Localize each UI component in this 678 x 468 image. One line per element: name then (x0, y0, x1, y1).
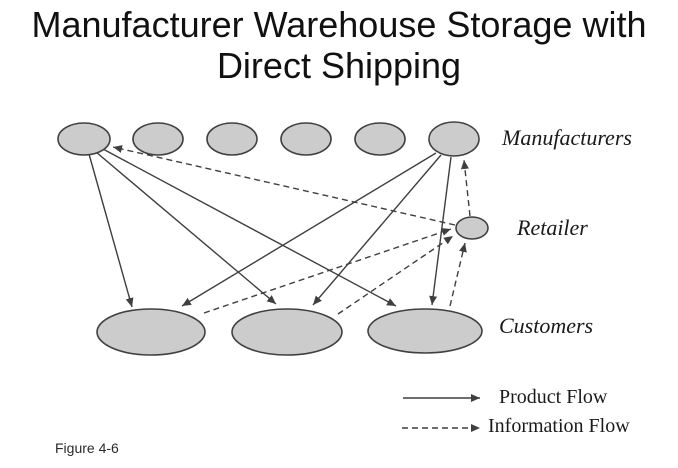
customer-1-node (96, 308, 206, 356)
info-flow-c2-retailer (337, 235, 454, 315)
customer-3-node (367, 308, 483, 354)
product-flow-m6-c2 (312, 154, 442, 306)
tier-label-customers: Customers (499, 313, 594, 338)
tier-label-retailer: Retailer (517, 215, 588, 240)
manufacturer-5-node (354, 122, 406, 156)
diagram-title-line1: Manufacturer Warehouse Storage with (31, 4, 647, 45)
manufacturer-6-node (428, 121, 480, 157)
manufacturer-2-node (132, 122, 184, 156)
tier-label-manufacturers: Manufacturers (502, 125, 632, 150)
manufacturer-1-node (57, 122, 111, 156)
customer-2-node (231, 308, 343, 356)
retailer-node (455, 216, 489, 240)
product-flow-m6-c3 (429, 156, 452, 306)
product-flow-m1-c2 (95, 151, 277, 305)
legend-label-product-flow: Product Flow (499, 386, 608, 408)
product-flow-m6-c1 (181, 152, 437, 307)
diagram-title-line2: Direct Shipping (216, 45, 462, 86)
figure-label: Figure 4-6 (55, 440, 119, 456)
edge-layer (88, 145, 480, 432)
info-flow-c1-retailer (203, 228, 452, 314)
info-flow-c3-retailer (449, 242, 467, 307)
node-layer (57, 121, 489, 356)
diagram-title: Manufacturer Warehouse Storage with Dire… (0, 4, 678, 86)
manufacturer-4-node (280, 122, 332, 156)
info-flow-retailer-m6 (460, 159, 471, 217)
info-flow-retailer-m1 (112, 145, 456, 226)
legend-label-information-flow: Information Flow (488, 415, 630, 437)
product-flow-m1-c3 (102, 148, 397, 307)
product-flow-m1-c1 (88, 153, 134, 308)
manufacturer-3-node (206, 122, 258, 156)
